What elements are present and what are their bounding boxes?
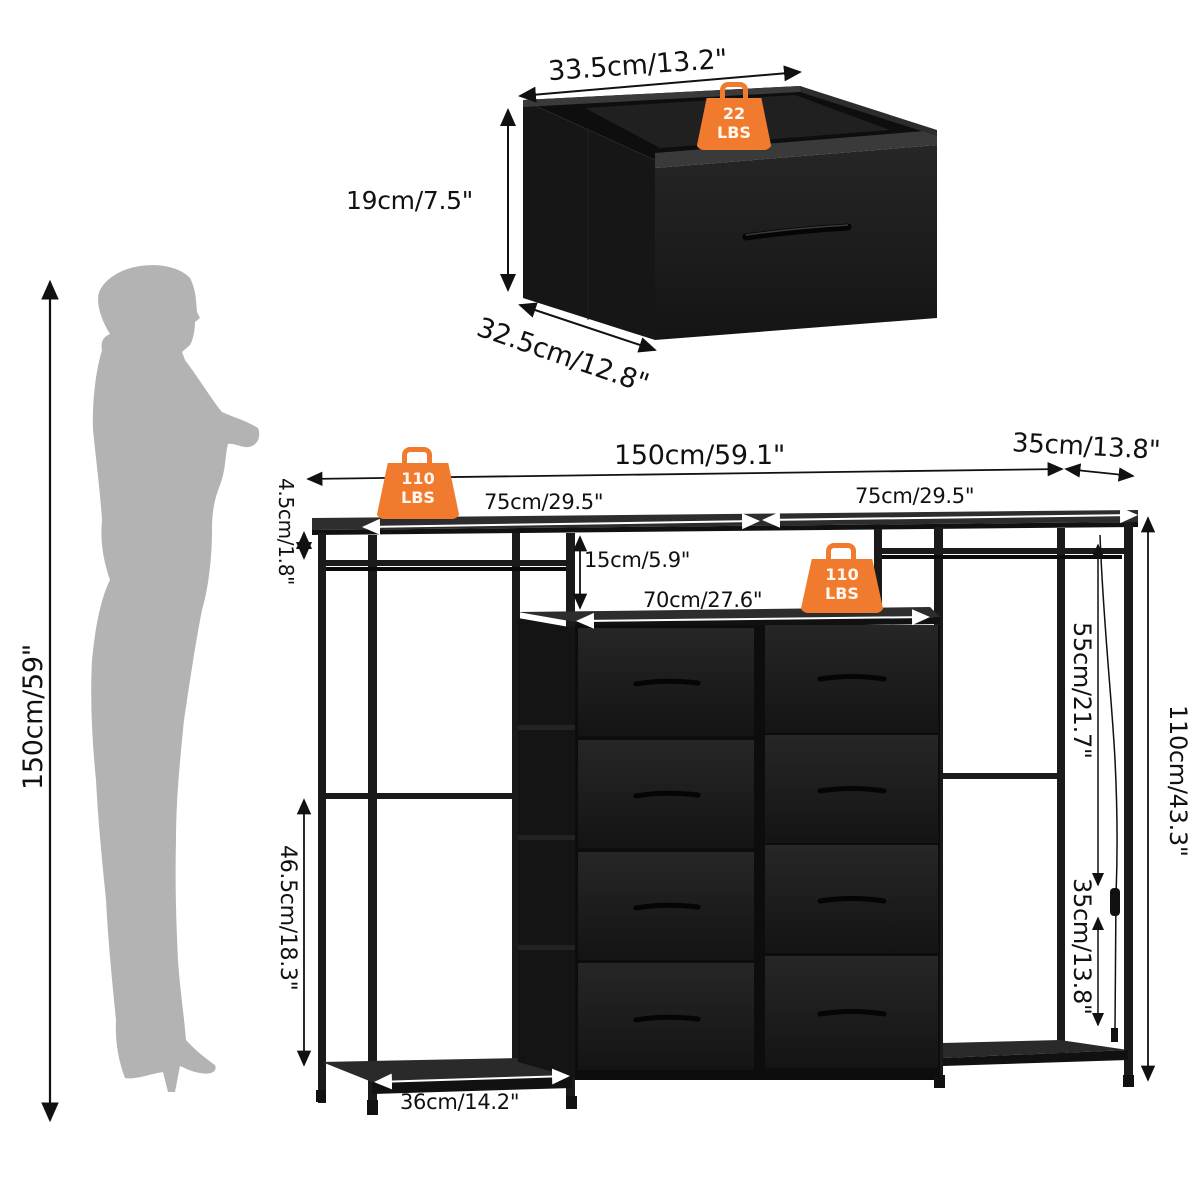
person-height-label: 150cm/59"	[18, 644, 49, 790]
total-height-label: 110cm/43.3"	[1164, 705, 1192, 857]
person-silhouette	[91, 265, 260, 1092]
weight-icon: 22 LBS	[696, 98, 772, 150]
drawer-grid	[578, 625, 938, 1070]
drawer-7	[578, 963, 754, 1070]
bottom-shelf-label: 36cm/14.2"	[400, 1090, 520, 1114]
bottom-shelf-width-line	[374, 1068, 570, 1090]
weight-icon-handle	[720, 82, 748, 101]
drawer-section-width-line	[576, 609, 930, 629]
top-capacity-badge: 110 LBS	[376, 447, 460, 519]
drawer-height-label: 19cm/7.5"	[346, 186, 473, 215]
upper-hanging-label: 55cm/21.7"	[1068, 622, 1096, 759]
side-height-label: 46.5cm/18.3"	[275, 845, 300, 991]
lower-hanging-label: 35cm/13.8"	[1068, 878, 1096, 1015]
top-capacity-unit: LBS	[401, 488, 435, 507]
weight-icon: 110 LBS	[376, 463, 460, 519]
drawer-capacity-unit: LBS	[717, 123, 751, 142]
drawer-6	[765, 845, 938, 953]
shelf-capacity-badge: 110 LBS	[800, 543, 884, 613]
shelf-capacity-value: 110	[825, 565, 859, 584]
drawer-depth-dimension-line	[518, 302, 657, 353]
drawer-3	[578, 740, 754, 848]
drawer-capacity-badge: 22 LBS	[696, 82, 772, 150]
shelf-capacity-unit: LBS	[825, 584, 859, 603]
drawer-2	[765, 625, 938, 733]
top-right-width-line	[762, 507, 1138, 528]
drawer-1	[578, 628, 754, 736]
shelf-gap-label: 15cm/5.9"	[584, 548, 691, 572]
top-thickness-label: 4.5cm/1.8"	[274, 478, 298, 586]
weight-icon-handle	[826, 543, 856, 562]
drawer-section-width-label: 70cm/27.6"	[643, 588, 763, 612]
top-left-width-line	[362, 513, 760, 535]
top-capacity-value: 110	[401, 469, 435, 488]
drawer-width-dimension-line	[518, 65, 802, 103]
total-width-label: 150cm/59.1"	[614, 440, 786, 471]
weight-icon: 110 LBS	[800, 559, 884, 613]
drawer-8	[765, 956, 938, 1068]
top-left-width-label: 75cm/29.5"	[484, 490, 604, 514]
depth-line	[1064, 463, 1135, 482]
drawer-5	[578, 852, 754, 960]
drawer-capacity-value: 22	[722, 104, 746, 123]
weight-icon-handle	[402, 447, 432, 466]
drawer-4	[765, 735, 938, 843]
top-right-width-label: 75cm/29.5"	[855, 484, 975, 508]
